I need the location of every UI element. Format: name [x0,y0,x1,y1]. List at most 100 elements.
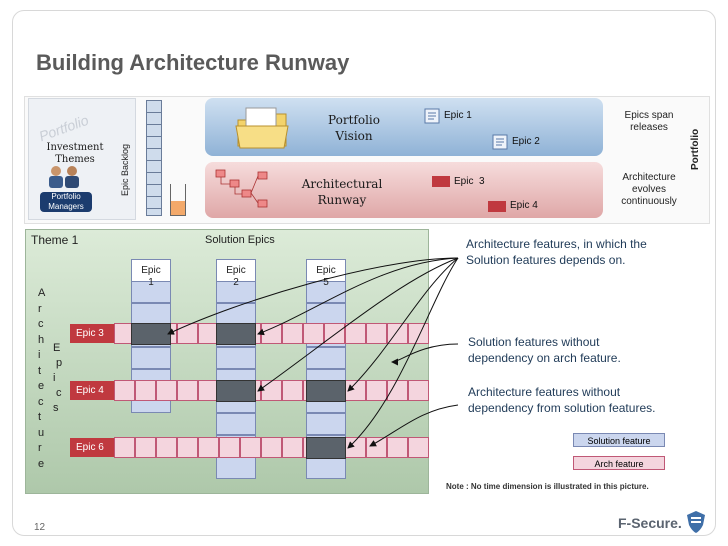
epics-span-text: Epics span releases [624,110,674,133]
solution-feature-cell [216,347,256,369]
architecture-letter: e [38,457,45,470]
arch-feature-cell [135,380,156,401]
arch-features-text-1: Architecture features, in which the [466,237,647,251]
portfolio-managers-badge: Portfolio Managers [40,192,92,212]
arch-feature-cell [261,437,282,458]
arch-epic-tag: Epic 3 [70,324,114,343]
folder-icon [235,107,289,149]
arrow-to-epic3-epic2 [257,257,459,336]
architectural-runway-label: Architectural Runway [301,177,383,207]
arch-feature-cell [219,437,240,458]
arrow-to-epic4-epic2 [257,257,459,392]
arch-feature-cell [177,437,198,458]
epic2-label: Epic 2 [512,136,540,147]
architecture-letter: A [38,287,46,299]
theme-label: Theme 1 [31,233,79,247]
arch-feature-cell [198,437,219,458]
slide-title: Building Architecture Runway [36,50,350,75]
arrow-to-epic3-epic1 [167,257,459,335]
backlog-column [146,100,162,216]
architecture-letter: r [38,302,42,315]
arch-feature-cell [114,380,135,401]
architecture-letter: c [38,395,44,408]
arch-feature-cell [177,380,198,401]
arch-feature-cell [303,323,324,344]
arch-feature-cell [156,437,177,458]
fsecure-logo-icon [687,511,705,533]
epics-letter: c [56,387,62,399]
shared-feature-cell [216,380,256,402]
arch-feature-cell [387,380,408,401]
runway-flow-icon [215,169,268,208]
epic3-label: Epic 3 [454,176,485,187]
arch-epic-tag: Epic 4 [70,381,114,400]
epics-letter: E [53,342,61,354]
arch-no-dep-text-1: Architecture features without [468,385,621,399]
arch-feature-cell [366,380,387,401]
arch-feature-cell [177,323,198,344]
architecture-letter: t [38,411,42,423]
solution-feature-cell [216,413,256,435]
doc-icon [492,134,508,150]
arrow-arch-no-dep [369,404,459,447]
epic4-label: Epic 4 [510,200,538,211]
arch-feature-cell [282,323,303,344]
legend-arch-feature: Arch feature [573,456,665,470]
solution-feature-cell [131,347,171,369]
solution-epics-label: Solution Epics [205,234,275,246]
portfolio-vision-label: Portfolio Vision [328,113,380,143]
arch-epic-tag: Epic 6 [70,438,114,457]
arrow-to-epic6-epic5 [347,257,459,449]
architecture-letter: h [38,333,45,346]
epic1-label: Epic 1 [444,110,472,121]
arch-features-text-2: Solution features depends on. [466,253,626,267]
epic4-marker [488,201,506,212]
fsecure-logo: F-Secure. [618,515,682,531]
shared-feature-cell [306,380,346,402]
sol-no-dep-text-1: Solution features without [468,335,600,349]
solution-feature-cell [306,413,346,435]
architecture-letter: r [38,442,42,454]
legend-solution-feature: Solution feature [573,433,665,447]
arch-feature-cell [240,437,261,458]
solution-feature-cell [131,281,171,303]
investment-themes-label: Investment Themes [46,142,104,165]
epics-letter: p [56,357,63,369]
arch-feature-cell [408,380,429,401]
arrow-to-epic4-epic5 [347,257,459,392]
doc-icon [424,108,440,124]
arch-feature-cell [366,323,387,344]
arch-evolves-text: Architecture evolves continuously [621,172,677,207]
arch-feature-cell [135,437,156,458]
architecture-letter: e [38,380,45,392]
time-dimension-note: Note : No time dimension is illustrated … [446,482,649,491]
architecture-letter: i [38,349,41,361]
runway-band [205,162,603,218]
epic3-marker [432,176,450,187]
epics-letter: s [53,402,59,414]
arch-feature-cell [114,437,135,458]
shared-feature-cell [216,323,256,345]
arch-feature-cell [408,437,429,458]
arrow-solution-no-dep [391,343,459,366]
arch-feature-cell [282,380,303,401]
shared-feature-cell [306,437,346,459]
architecture-letter: u [38,426,45,439]
solution-feature-cell [306,347,346,369]
epics-letter: i [53,372,56,384]
arch-feature-cell [345,323,366,344]
managers-icon [49,166,79,188]
slide-frame [12,10,716,536]
arch-feature-cell [282,437,303,458]
arch-feature-cell [408,323,429,344]
arch-feature-cell [156,380,177,401]
arch-feature-cell [387,437,408,458]
page-number: 12 [34,522,46,533]
arch-no-dep-text-2: dependency from solution features. [468,401,656,415]
backlog-bin [170,184,186,216]
sol-no-dep-text-2: dependency on arch feature. [468,351,621,365]
